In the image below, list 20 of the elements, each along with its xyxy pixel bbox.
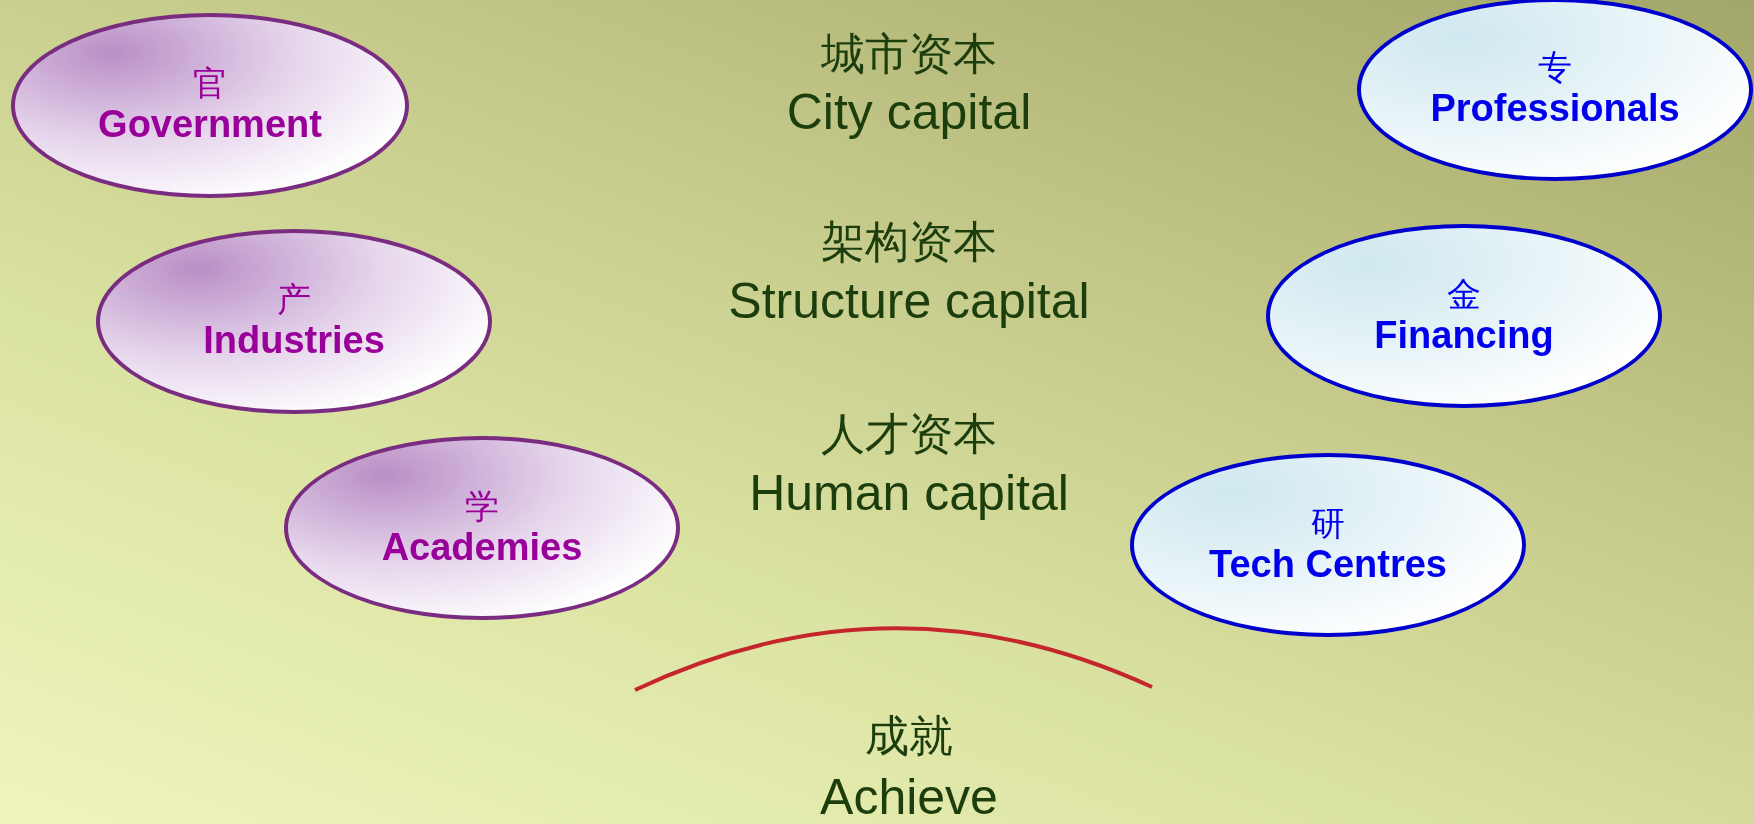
- english-label: Academies: [381, 525, 583, 570]
- chinese-label: 研: [1311, 503, 1345, 543]
- chinese-heading: 城市资本: [820, 30, 998, 79]
- english-label: Government: [98, 103, 322, 147]
- chinese-label: 学: [465, 486, 499, 526]
- chinese-label: 产: [277, 280, 311, 320]
- english-heading: Structure capital: [727, 274, 1091, 329]
- english-label: Professionals: [1430, 87, 1680, 131]
- chinese-label: 金: [1447, 274, 1481, 314]
- english-label: Tech Centres: [1209, 542, 1447, 587]
- english-label: Industries: [203, 319, 385, 363]
- chinese-label: 官: [193, 64, 227, 104]
- chinese-heading: 架构资本: [820, 218, 998, 267]
- english-heading: Human capital: [748, 466, 1070, 521]
- chinese-heading: 成就: [864, 712, 954, 761]
- english-heading: Achieve: [819, 770, 999, 824]
- chinese-heading: 人才资本: [820, 410, 998, 459]
- chinese-label: 专: [1538, 48, 1572, 88]
- english-heading: City capital: [785, 85, 1033, 140]
- english-label: Financing: [1374, 313, 1554, 358]
